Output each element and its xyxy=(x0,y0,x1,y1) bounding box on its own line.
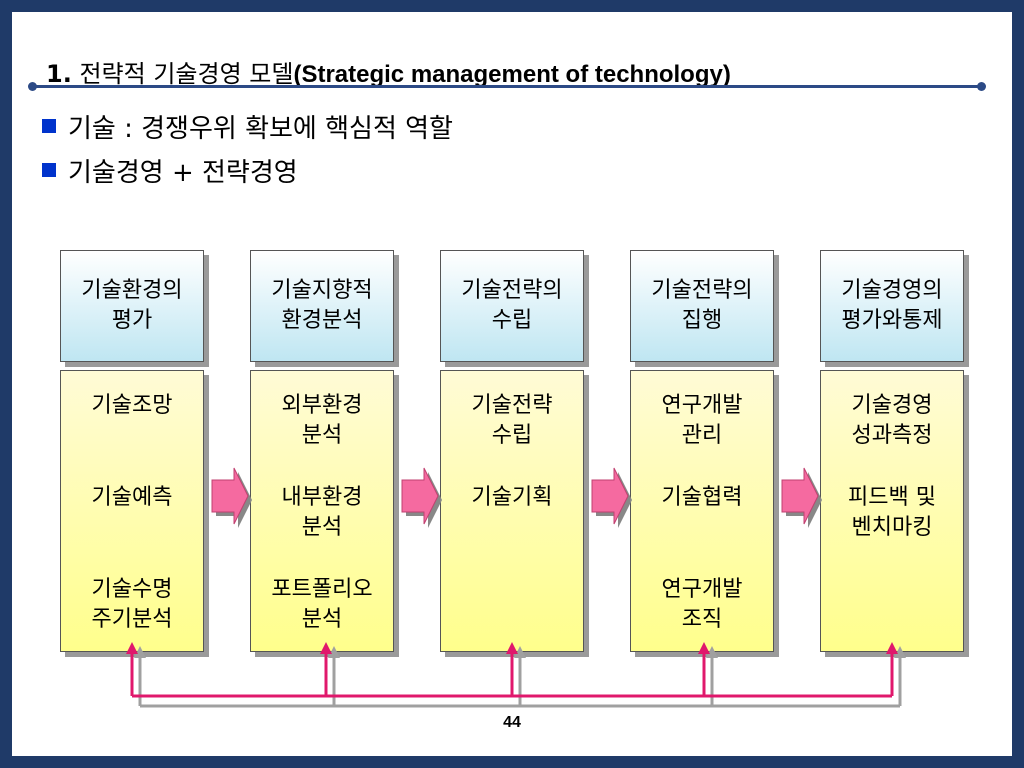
stage-detail-item: 기술기획 xyxy=(441,483,583,513)
stage-detail-line: 기술수명 xyxy=(91,577,173,602)
stage-detail-line: 분석 xyxy=(301,607,343,632)
stage-header-line: 평가와통제 xyxy=(841,308,943,333)
process-arrow-icon xyxy=(591,467,632,528)
stage-detail-line: 내부환경 xyxy=(281,485,363,510)
stage-detail-line: 포트폴리오 xyxy=(271,577,373,602)
rule-dot-right xyxy=(977,82,986,91)
bullet-text: 기술경영 + 전략경영 xyxy=(68,158,298,188)
bullet-item: 기술경영 + 전략경영 xyxy=(42,152,298,189)
square-bullet-icon xyxy=(42,119,56,133)
stage-detail-item: 기술예측 xyxy=(61,483,203,513)
stage-detail-line: 기술예측 xyxy=(91,485,173,510)
page-number: 44 xyxy=(503,714,521,731)
bullet-text: 기술 : 경쟁우위 확보에 핵심적 역할 xyxy=(68,114,453,144)
stage-detail-line: 분석 xyxy=(301,515,343,540)
stage-header-line: 수립 xyxy=(491,308,533,333)
stage-header-line: 기술지향적 xyxy=(271,278,373,303)
stage-detail-line: 연구개발 xyxy=(661,393,743,418)
stage-detail-line: 관리 xyxy=(681,423,723,448)
title-number: 1. xyxy=(46,60,72,88)
slide-title: 1. 전략적 기술경영 모델(Strategic management of t… xyxy=(46,54,731,89)
stage-detail-line: 벤치마킹 xyxy=(851,515,933,540)
stage-detail-line: 조직 xyxy=(681,607,723,632)
stage-detail-line: 기술기획 xyxy=(471,485,553,510)
stage-header-line: 기술전략의 xyxy=(651,278,753,303)
stage-detail-line: 연구개발 xyxy=(661,577,743,602)
stage-header-line: 집행 xyxy=(681,308,723,333)
stage-detail-item: 기술조망 xyxy=(61,391,203,421)
slide: 1. 전략적 기술경영 모델(Strategic management of t… xyxy=(12,12,1012,756)
process-arrow-icon xyxy=(211,467,252,528)
stage-detail-line: 기술조망 xyxy=(91,393,173,418)
title-english: (Strategic management of technology) xyxy=(293,61,731,88)
stage-detail-line: 기술협력 xyxy=(661,485,743,510)
process-arrow-icon xyxy=(781,467,822,528)
bullet-item: 기술 : 경쟁우위 확보에 핵심적 역할 xyxy=(42,108,453,145)
stage-detail-line: 외부환경 xyxy=(281,393,363,418)
square-bullet-icon xyxy=(42,163,56,177)
title-rule xyxy=(28,82,986,91)
stage-detail-line: 주기분석 xyxy=(91,607,173,632)
rule-dot-left xyxy=(28,82,37,91)
stage-detail-line: 성과측정 xyxy=(851,423,933,448)
stage-header-line: 기술환경의 xyxy=(81,278,183,303)
stage-detail-line: 분석 xyxy=(301,423,343,448)
stage-header-line: 기술전략의 xyxy=(461,278,563,303)
stage-detail-line: 수립 xyxy=(491,423,533,448)
stage-header-line: 평가 xyxy=(111,308,153,333)
process-arrow-icon xyxy=(401,467,442,528)
stage-detail-line: 피드백 및 xyxy=(848,485,936,510)
stage-header-line: 환경분석 xyxy=(281,308,363,333)
title-korean: 전략적 기술경영 모델 xyxy=(79,60,294,88)
stage-header-line: 기술경영의 xyxy=(841,278,943,303)
stage-detail-item: 기술협력 xyxy=(631,483,773,513)
stage-detail-line: 기술전략 xyxy=(471,393,553,418)
stage-detail-line: 기술경영 xyxy=(851,393,933,418)
